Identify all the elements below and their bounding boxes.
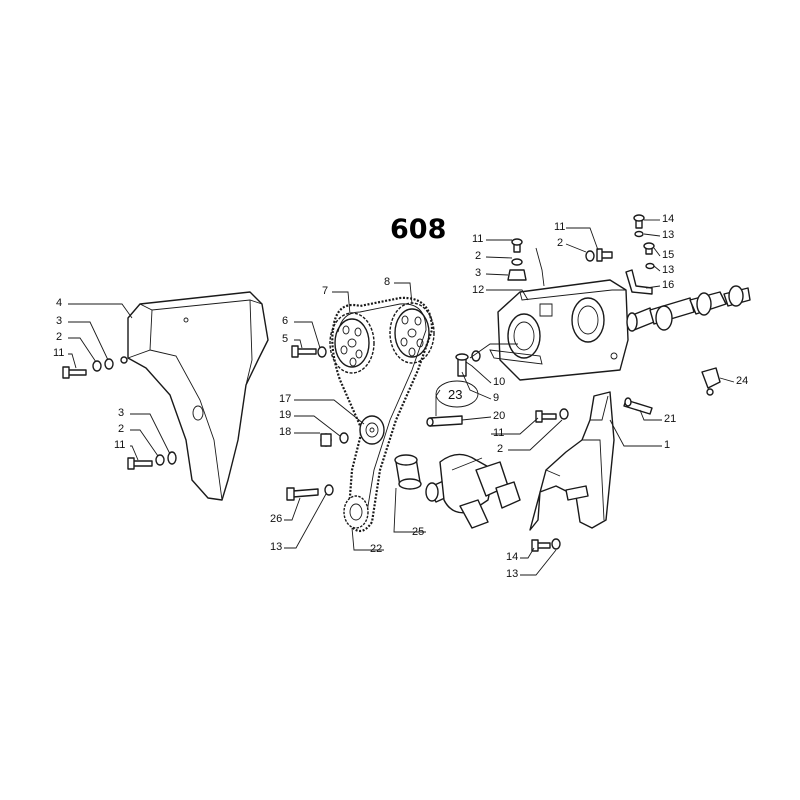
lower-cover-bolt-set xyxy=(127,451,177,470)
sensor-bracket xyxy=(625,214,655,295)
part-label-l5: 5 xyxy=(282,333,288,345)
part-label-l9: 9 xyxy=(493,392,499,404)
part-label-l11c: 11 xyxy=(472,233,483,245)
bracket-pin xyxy=(623,397,653,415)
part-label-l11d: 11 xyxy=(554,221,565,233)
camshaft-pulley-intake xyxy=(389,302,435,364)
upper-cover-bolt-set xyxy=(62,358,114,379)
part-label-l3c: 3 xyxy=(475,267,481,279)
part-label-l19: 19 xyxy=(279,409,291,421)
part-label-l8: 8 xyxy=(384,276,390,288)
crankshaft xyxy=(425,453,521,529)
part-label-l14a: 14 xyxy=(662,213,674,225)
leader-lines xyxy=(68,219,735,576)
callout-bubble xyxy=(435,380,479,408)
part-label-l14b: 14 xyxy=(506,551,518,563)
part-label-l11b: 11 xyxy=(114,439,125,451)
part-label-l24: 24 xyxy=(736,375,748,387)
cam-sensor xyxy=(701,367,721,396)
part-label-l6: 6 xyxy=(282,315,288,327)
tensioner-nut-set xyxy=(320,432,349,447)
part-label-l3b: 3 xyxy=(118,407,124,419)
part-label-l25: 25 xyxy=(412,526,424,538)
pulley-bolt-set xyxy=(291,345,327,358)
cover-bolt-set xyxy=(455,350,481,377)
part-label-l21: 21 xyxy=(664,413,676,425)
belt-tensioner xyxy=(359,415,385,445)
part-label-l10: 10 xyxy=(493,376,505,388)
part-label-l4: 4 xyxy=(56,297,62,309)
part-label-l20: 20 xyxy=(493,410,505,422)
part-label-l16: 16 xyxy=(662,279,674,291)
part-label-l11e: 11 xyxy=(493,427,504,439)
part-label-l3a: 3 xyxy=(56,315,62,327)
part-label-l2a: 2 xyxy=(56,331,62,343)
part-label-l13b: 13 xyxy=(662,229,674,241)
bracket-base-bolt-set xyxy=(531,538,561,552)
part-label-l2d: 2 xyxy=(557,237,563,249)
camshaft-pulley-exhaust xyxy=(329,312,375,374)
camshaft xyxy=(626,285,751,332)
part-label-l1: 1 xyxy=(664,439,670,451)
part-label-l13c: 13 xyxy=(662,264,674,276)
part-label-l2e: 2 xyxy=(497,443,503,455)
callout-label: 23 xyxy=(448,387,462,402)
part-label-l13d: 13 xyxy=(506,568,518,580)
timing-bracket xyxy=(529,391,615,531)
part-label-l18: 18 xyxy=(279,426,291,438)
crankshaft-pulley xyxy=(343,495,369,529)
outer-timing-cover xyxy=(120,291,269,501)
part-label-l2b: 2 xyxy=(118,423,124,435)
part-label-l7: 7 xyxy=(322,285,328,297)
part-label-l15: 15 xyxy=(662,249,674,261)
diagram-number: 608 xyxy=(390,214,446,245)
cover-stud-set-b xyxy=(585,248,613,262)
part-label-l22: 22 xyxy=(370,543,382,555)
part-label-l12: 12 xyxy=(472,284,484,296)
part-label-l11a: 11 xyxy=(53,347,64,359)
inner-timing-cover xyxy=(489,279,629,381)
idler-bolt-set xyxy=(286,484,334,501)
dowel-pin xyxy=(426,415,463,427)
idler-pulley xyxy=(394,454,422,490)
part-label-l17: 17 xyxy=(279,393,291,405)
part-label-l26: 26 xyxy=(270,513,282,525)
part-label-l2c: 2 xyxy=(475,250,481,262)
cover-stud-set-a xyxy=(507,238,527,281)
bracket-bolt-set xyxy=(535,408,569,423)
part-label-l13a: 13 xyxy=(270,541,282,553)
timing-belt xyxy=(331,296,434,533)
